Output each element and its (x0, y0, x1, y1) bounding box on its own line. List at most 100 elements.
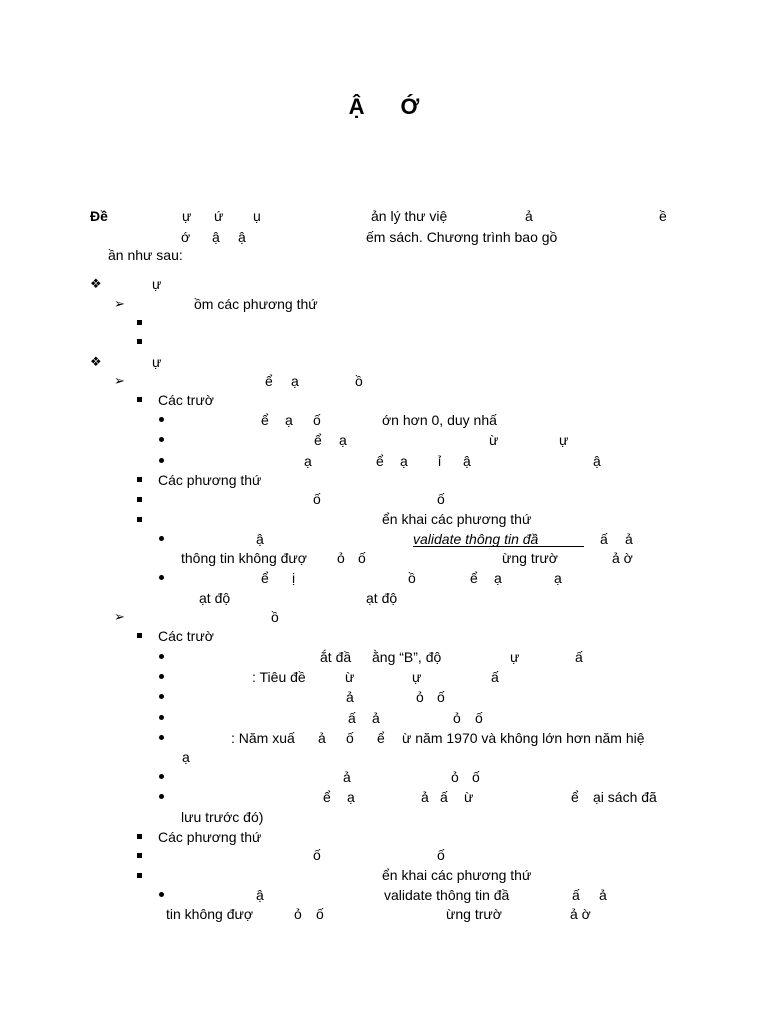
title-part-2: Ớ (400, 94, 420, 119)
intro-fragment: ếm sách. Chương trình bao gồ (366, 229, 558, 245)
list-item: ạ (304, 453, 312, 469)
list-item: ấ (600, 531, 608, 547)
list-item: ừ (489, 432, 499, 448)
arrow-bullet-icon: ➢ (114, 296, 125, 311)
round-bullet-icon (159, 794, 164, 799)
list-item: ể (314, 432, 322, 448)
list-item: ạ (291, 373, 299, 389)
list-item: ể (571, 789, 579, 805)
square-bullet-icon (137, 477, 142, 482)
list-item: ển khai các phương thứ (382, 867, 532, 883)
list-item: : Năm xuấ (231, 730, 295, 746)
list-item: ồ (355, 373, 363, 389)
list-item: ạt độ (199, 590, 231, 606)
list-item: ố (346, 730, 354, 746)
list-item: ể (261, 412, 269, 428)
list-item: ỏ (453, 710, 461, 726)
list-item: ể (376, 453, 384, 469)
list-item: ố (358, 550, 366, 566)
list-item: ố (437, 847, 445, 863)
list-item: ừ năm 1970 và không lớn hơn năm hiệ (402, 730, 645, 746)
underline (413, 546, 584, 547)
square-bullet-icon (137, 873, 142, 878)
list-item: ể (265, 373, 273, 389)
square-bullet-icon (137, 339, 142, 344)
list-item: : Tiêu đề (252, 669, 306, 685)
list-item: ỉ (438, 453, 442, 469)
round-bullet-icon (159, 735, 164, 740)
list-item: ậ (463, 453, 471, 469)
diamond-bullet-icon: ❖ (90, 276, 102, 291)
list-item: ố (313, 491, 321, 507)
list-item: ị (292, 570, 296, 586)
intro-label: Đề (90, 208, 108, 224)
list-item: ấ (491, 669, 499, 685)
intro-fragment: ả (525, 208, 533, 224)
list-label: Các phương thứ (158, 829, 262, 845)
intro-fragment: ậ (212, 229, 220, 245)
square-bullet-icon (137, 633, 142, 638)
list-item: ố (313, 412, 321, 428)
square-bullet-icon (137, 853, 142, 858)
round-bullet-icon (159, 674, 164, 679)
list-item: ại sách đã (593, 789, 657, 805)
list-item: ắt đầ (320, 649, 352, 665)
intro-fragment: ụ (253, 208, 261, 224)
square-bullet-icon (137, 320, 142, 325)
square-bullet-icon (137, 397, 142, 402)
square-bullet-icon (137, 834, 142, 839)
list-item: ự (412, 669, 422, 685)
list-item: ạt độ (366, 590, 398, 606)
list-item: validate thông tin đầ (384, 887, 510, 903)
round-bullet-icon (159, 575, 164, 580)
diamond-bullet-icon: ❖ (90, 354, 102, 369)
list-item: ậ (256, 531, 264, 547)
list-item: ả (625, 531, 633, 547)
intro-fragment: ự (182, 208, 192, 224)
list-item: ả (343, 769, 351, 785)
list-item: ỏ (416, 689, 424, 705)
intro-fragment: ần như sau: (108, 247, 183, 263)
list-item: ố (475, 710, 483, 726)
round-bullet-icon (159, 774, 164, 779)
list-item: ạ (347, 789, 355, 805)
section-heading: ự (152, 276, 162, 292)
list-item: ớn hơn 0, duy nhấ (382, 412, 497, 428)
list-item: ố (316, 906, 324, 922)
list-item: ả (318, 730, 326, 746)
intro-fragment: ậ (238, 229, 246, 245)
list-item: ể (377, 730, 385, 746)
emphasis-text: validate thông tin đầ (413, 531, 539, 547)
list-item: ậ (593, 453, 601, 469)
list-item: ạ (554, 570, 562, 586)
list-item: ừng trườ (502, 550, 558, 566)
round-bullet-icon (159, 437, 164, 442)
list-item: ạ (400, 453, 408, 469)
list-item: ỏ (451, 769, 459, 785)
list-item: ấ (572, 887, 580, 903)
round-bullet-icon (159, 694, 164, 699)
list-item: thông tin không đượ (181, 550, 307, 566)
intro-fragment: ớ (181, 229, 191, 245)
square-bullet-icon (137, 497, 142, 502)
list-label: Các trườ (158, 628, 214, 644)
list-item: lưu trước đó) (181, 809, 264, 825)
list-item: ừ (345, 669, 355, 685)
list-item: ể (261, 570, 269, 586)
list-item: ồm các phương thứ (194, 296, 318, 312)
list-item: ỏ (294, 906, 302, 922)
list-item: ố (437, 491, 445, 507)
list-item: ển khai các phương thứ (382, 511, 532, 527)
list-item: ấ (440, 789, 448, 805)
list-item: ố (472, 769, 480, 785)
round-bullet-icon (159, 417, 164, 422)
arrow-bullet-icon: ➢ (114, 609, 125, 624)
round-bullet-icon (159, 892, 164, 897)
list-item: ồ (271, 609, 279, 625)
list-item: ả (421, 789, 429, 805)
list-item: ả ờ (570, 906, 591, 922)
list-item: ạ (339, 432, 347, 448)
list-item: ể (323, 789, 331, 805)
list-item: ấ (575, 649, 583, 665)
